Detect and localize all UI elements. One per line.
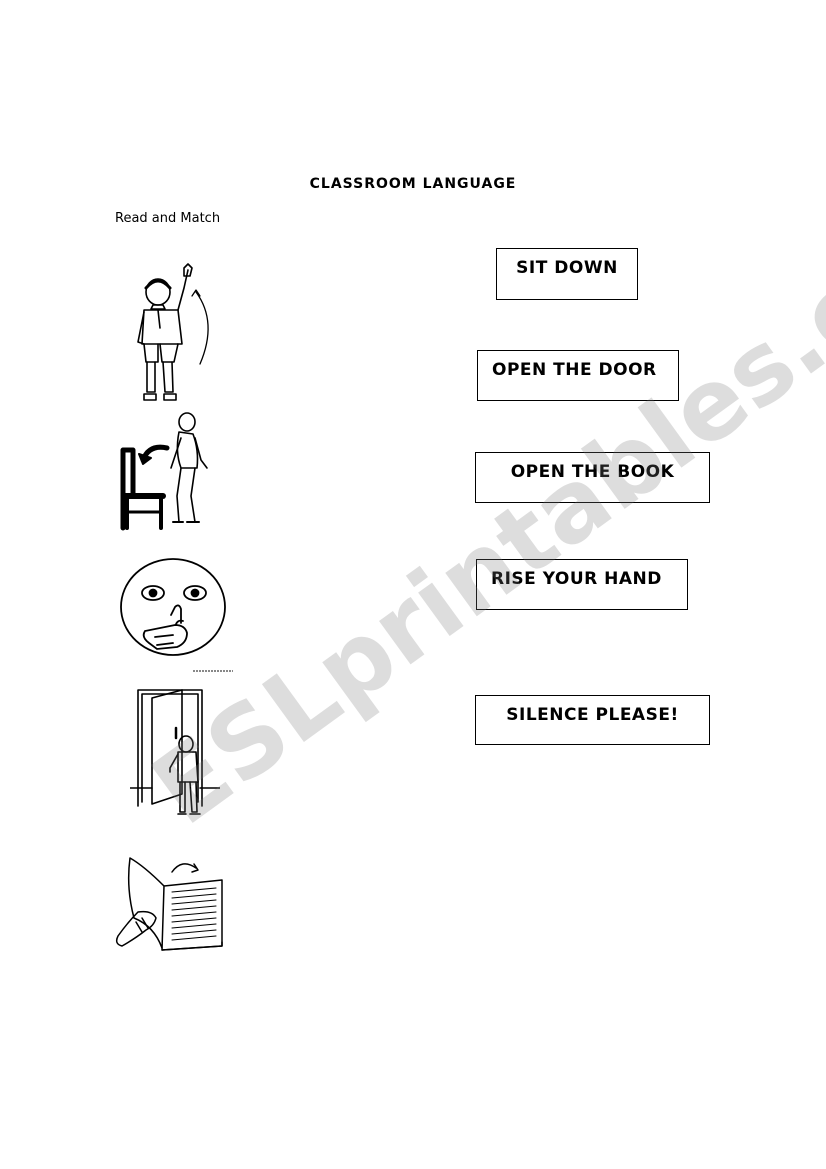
phrase-box-open-the-door: OPEN THE DOOR [477,350,679,401]
phrase-box-silence-please: SILENCE PLEASE! [475,695,710,745]
person-sitting-down-icon [120,412,208,531]
phrase-box-sit-down: SIT DOWN [496,248,638,300]
silence-face-icon [120,558,233,672]
instruction-text: Read and Match [115,211,221,226]
person-opening-door-icon [130,689,220,815]
phrase-box-rise-your-hand: RISE YOUR HAND [476,559,688,610]
page-title: CLASSROOM LANGUAGE [309,176,517,192]
phrase-box-open-the-book: OPEN THE BOOK [475,452,710,503]
hand-opening-book-icon [115,857,223,951]
boy-raising-hand-icon [137,263,209,401]
